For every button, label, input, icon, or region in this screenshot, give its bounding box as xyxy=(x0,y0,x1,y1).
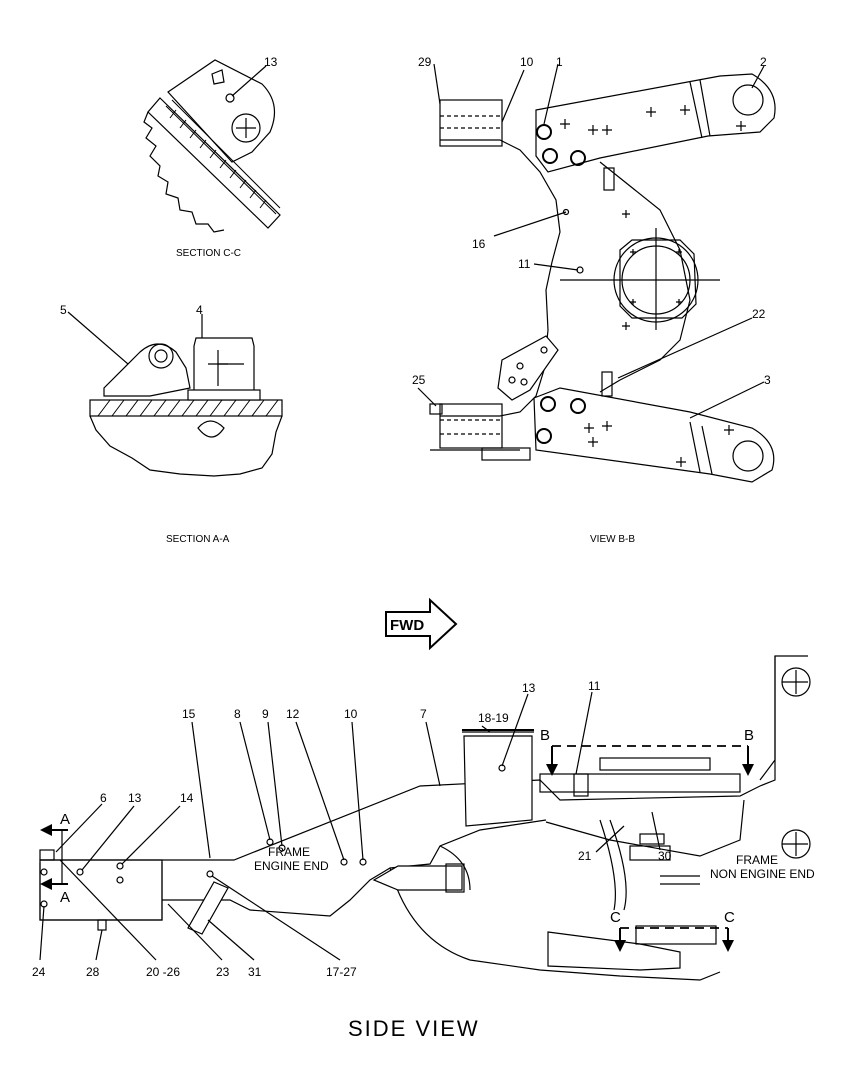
callout-sv-30: 30 xyxy=(658,849,672,863)
caption-view-bb: VIEW B-B xyxy=(590,534,635,545)
callout-bb-1: 1 xyxy=(556,55,563,69)
callout-sv-10: 10 xyxy=(344,707,358,721)
callout-cc-13: 13 xyxy=(264,55,278,69)
section-marker-a-bottom: A xyxy=(60,889,70,906)
view-bb-drawing xyxy=(417,63,776,483)
section-marker-b-left: B xyxy=(540,727,550,744)
callout-bb-2: 2 xyxy=(760,55,767,69)
caption-section-aa: SECTION A-A xyxy=(166,534,230,545)
frame-engine-line2: ENGINE END xyxy=(254,859,329,873)
section-marker-c-left: C xyxy=(610,909,621,926)
callout-sv-7: 7 xyxy=(420,707,427,721)
callout-sv-9: 9 xyxy=(262,707,269,721)
side-view-drawing xyxy=(39,655,811,981)
callout-sv-21: 21 xyxy=(578,849,592,863)
caption-side-view: SIDE VIEW xyxy=(348,1016,480,1041)
callout-sv-24: 24 xyxy=(32,965,46,979)
callout-aa-5: 5 xyxy=(60,303,67,317)
callout-sv-18-19: 18-19 xyxy=(478,711,509,725)
callout-sv-13a: 13 xyxy=(522,681,536,695)
callout-bb-22: 22 xyxy=(752,307,766,321)
section-markers: A A B B C C xyxy=(60,727,754,926)
callout-sv-20-26: 20 -26 xyxy=(146,965,180,979)
section-aa-drawing xyxy=(67,311,283,477)
callout-sv-6: 6 xyxy=(100,791,107,805)
callout-sv-31: 31 xyxy=(248,965,262,979)
callout-bb-29: 29 xyxy=(418,55,432,69)
callout-sv-13b: 13 xyxy=(128,791,142,805)
section-cc-drawing xyxy=(143,59,281,233)
caption-section-cc: SECTION C-C xyxy=(176,248,241,259)
callout-aa-4: 4 xyxy=(196,303,203,317)
callout-sv-11: 11 xyxy=(588,679,601,693)
callout-sv-28: 28 xyxy=(86,965,100,979)
callout-bb-10: 10 xyxy=(520,55,534,69)
frame-engine-line1: FRAME xyxy=(268,845,310,859)
fwd-arrow xyxy=(385,597,458,651)
frame-non-engine-line2: NON ENGINE END xyxy=(710,867,815,881)
callout-sv-12: 12 xyxy=(286,707,300,721)
section-marker-c-right: C xyxy=(724,909,735,926)
section-marker-b-right: B xyxy=(744,727,754,744)
callout-sv-15: 15 xyxy=(182,707,196,721)
fwd-label: FWD xyxy=(390,617,424,634)
callout-bb-3: 3 xyxy=(764,373,771,387)
captions: SECTION C-C SECTION A-A VIEW B-B SIDE VI… xyxy=(166,248,815,1041)
callout-sv-8: 8 xyxy=(234,707,241,721)
frame-non-engine-line1: FRAME xyxy=(736,853,778,867)
section-marker-a-top: A xyxy=(60,811,70,828)
callout-sv-14: 14 xyxy=(180,791,194,805)
callout-bb-11: 11 xyxy=(518,257,531,271)
callout-sv-23: 23 xyxy=(216,965,230,979)
callout-bb-25: 25 xyxy=(412,373,426,387)
callout-sv-17-27: 17-27 xyxy=(326,965,357,979)
callout-bb-16: 16 xyxy=(472,237,486,251)
callout-labels: 13 5 4 29 10 1 2 16 11 22 25 3 15 8 9 12… xyxy=(32,55,771,979)
